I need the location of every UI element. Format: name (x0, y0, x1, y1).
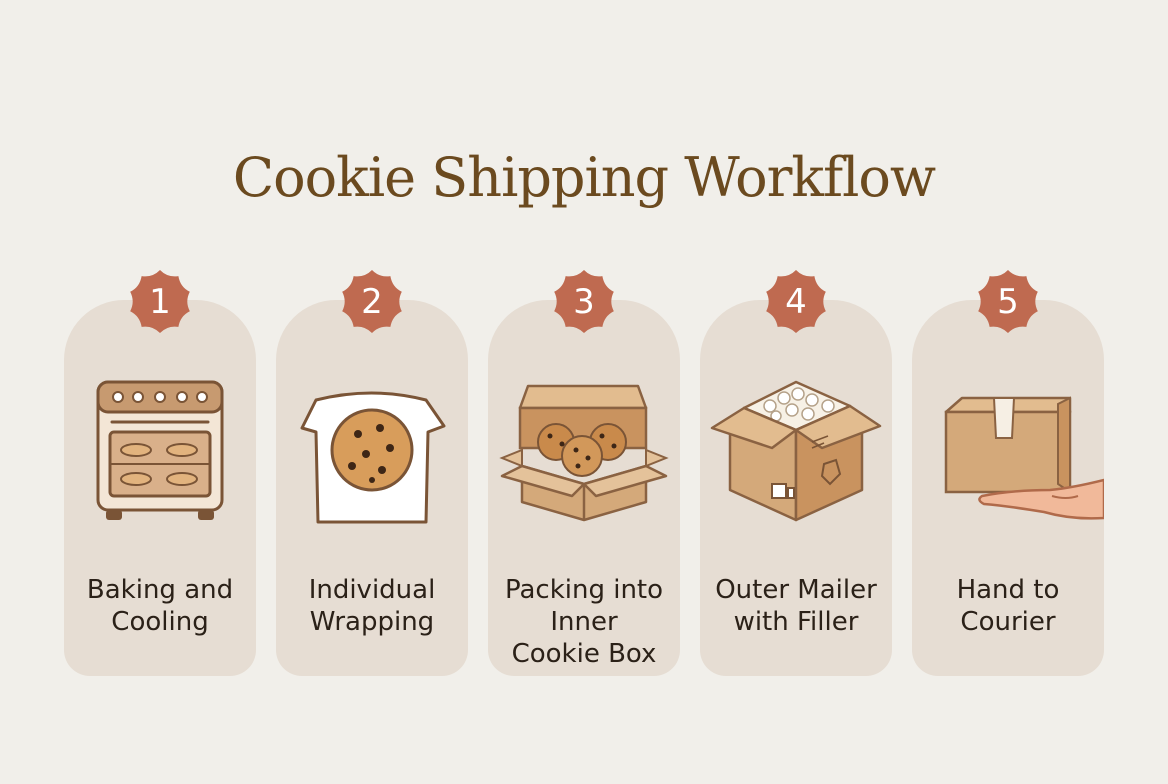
wrapped-cookie-icon (276, 372, 468, 532)
step-label-1: Baking and Cooling (86, 575, 234, 637)
hand-package-icon (912, 372, 1106, 532)
step-badge-3: 3 (544, 262, 624, 342)
step-badge-1: 1 (120, 262, 200, 342)
mailer-box-icon (700, 372, 892, 532)
step-badge-2: 2 (332, 262, 412, 342)
step-badge-4: 4 (756, 262, 836, 342)
step-number-5: 5 (997, 282, 1019, 322)
step-label-4: Outer Mailer with Filler (715, 575, 877, 637)
cookie-box-icon (488, 372, 680, 532)
step-label-2: Individual Wrapping (308, 575, 436, 637)
step-number-3: 3 (573, 282, 595, 322)
step-label-3: Packing into Inner Cookie Box (504, 575, 664, 669)
oven-icon (64, 372, 256, 532)
step-number-2: 2 (361, 282, 383, 322)
page-title: Cookie Shipping Workflow (232, 146, 936, 209)
step-number-1: 1 (149, 282, 171, 322)
step-label-5: Hand to Courier (956, 575, 1060, 637)
step-badge-5: 5 (968, 262, 1048, 342)
step-number-4: 4 (785, 282, 807, 322)
